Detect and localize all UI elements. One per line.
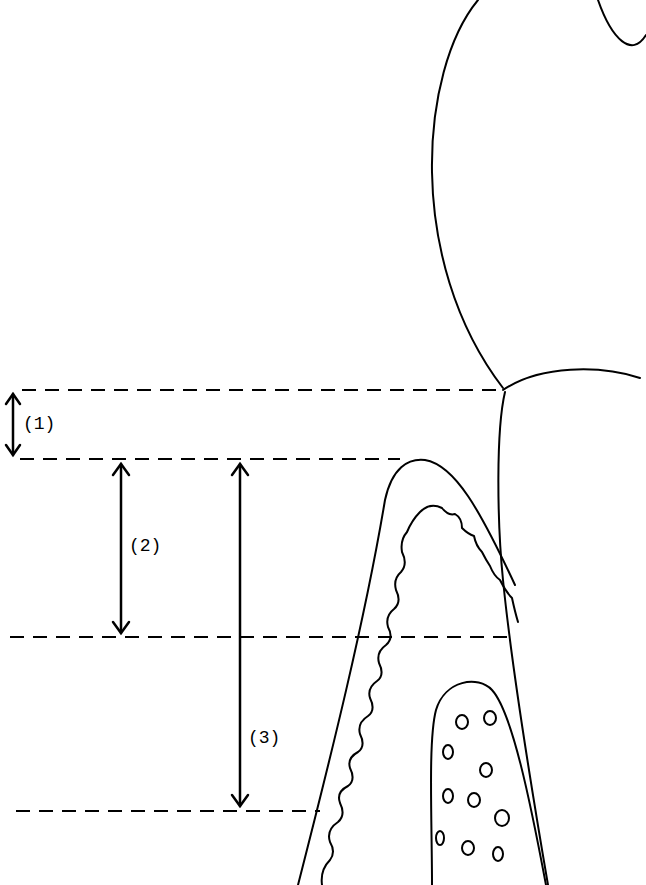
- gingiva-outline: [298, 460, 515, 885]
- callout-number: (1): [22, 414, 56, 434]
- crown-outline: [503, 369, 640, 390]
- reference-lines: [10, 390, 516, 811]
- crown-outline: [598, 0, 646, 45]
- callout-number: (2): [128, 536, 162, 556]
- callout-number: (3): [247, 728, 281, 748]
- dimension-arrows: [6, 394, 248, 806]
- alveolar-bone: [431, 682, 546, 885]
- bone-marrow-spaces: [436, 711, 509, 861]
- epithelium-boundary: [322, 506, 518, 885]
- crown-outline: [432, 0, 503, 388]
